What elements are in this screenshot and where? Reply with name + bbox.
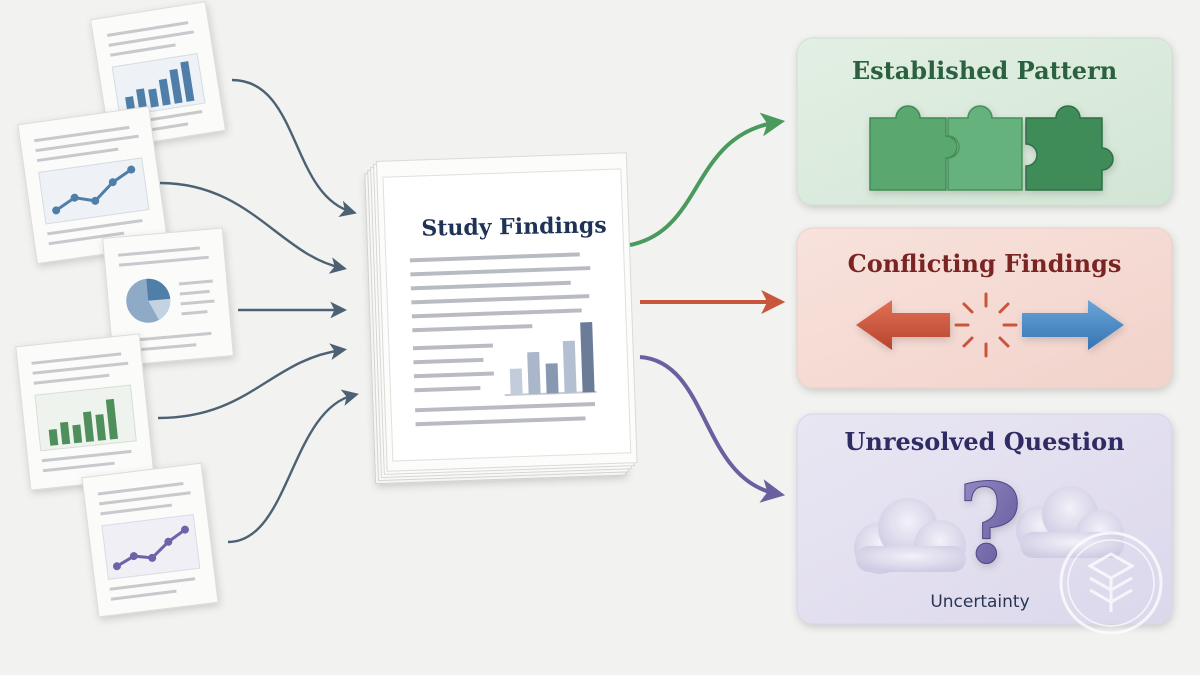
study-findings-title: Study Findings xyxy=(421,212,607,242)
output-arrow-unresolved xyxy=(639,355,786,503)
uncertainty-caption: Uncertainty xyxy=(930,592,1030,612)
cloud-icon xyxy=(854,498,966,574)
source-document-3 xyxy=(102,227,234,367)
puzzle-pieces-icon xyxy=(869,105,1114,191)
source-document-4 xyxy=(15,333,155,491)
line-chart-icon xyxy=(112,525,190,571)
svg-text:?: ? xyxy=(958,459,1022,588)
bar-chart-icon xyxy=(125,61,195,112)
opposing-arrows-icon xyxy=(856,300,1124,350)
input-arrow-1 xyxy=(231,78,357,217)
unresolved-question-title: Unresolved Question xyxy=(844,427,1125,456)
output-arrow-established xyxy=(629,112,786,247)
source-document-2 xyxy=(17,105,169,265)
input-arrow-2 xyxy=(159,181,347,274)
input-arrow-5 xyxy=(227,389,359,544)
input-arrows xyxy=(157,78,359,544)
conflicting-findings-title: Conflicting Findings xyxy=(847,249,1122,278)
source-document-5 xyxy=(81,462,219,618)
established-pattern-title: Established Pattern xyxy=(851,56,1118,85)
pie-chart-icon xyxy=(126,278,171,323)
line-chart-icon xyxy=(52,165,136,215)
conflict-burst-icon xyxy=(954,292,1018,358)
bar-chart-icon xyxy=(48,398,118,446)
watermark-logo xyxy=(1059,531,1163,635)
cloud-icon xyxy=(1016,486,1124,558)
study-findings-document-stack xyxy=(364,152,638,485)
question-mark-icon: ? xyxy=(957,459,1022,589)
input-arrow-4 xyxy=(157,343,347,420)
bar-chart-icon xyxy=(504,322,597,397)
